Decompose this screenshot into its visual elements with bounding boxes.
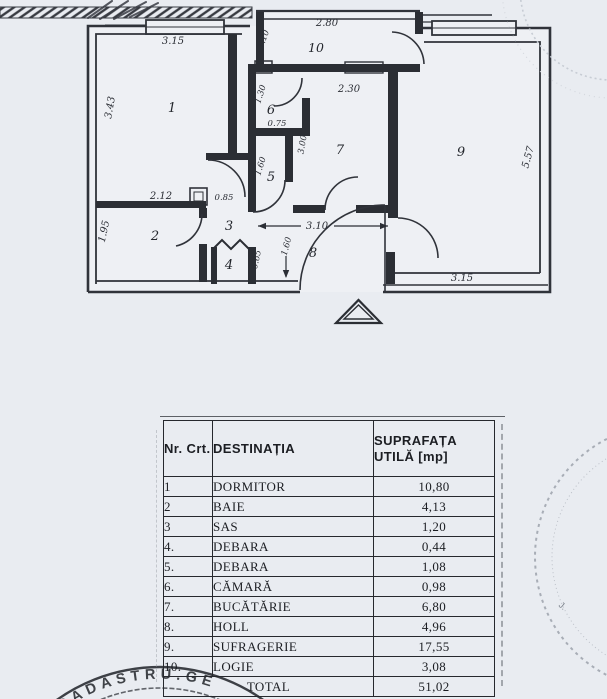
table-row: 6. CĂMARĂ 0,98 [163,576,495,597]
interior-walls [96,12,423,284]
dim-room9-bottom: 3.15 [451,273,473,284]
row-number-cell: 7. [163,596,213,617]
area-cell: 4,13 [373,496,495,517]
table-row: 8. HOLL 4,96 [163,616,495,637]
table-row: 4. DEBARA 0,44 [163,536,495,557]
table-total-row: TOTAL 51,02 [163,676,495,697]
area-cell: 17,55 [373,636,495,657]
area-cell: 3,08 [373,656,495,677]
row-number-cell: 10. [163,656,213,677]
dim-room3-width: 0.85 [215,193,234,203]
destination-cell: HOLL [212,616,374,637]
dim-hall-height: 1.60 [280,235,295,256]
dim-room6-bottom: 0.75 [268,119,287,129]
row-number-cell: 9. [163,636,213,657]
row-number-cell: 1 [163,476,213,497]
table-row: 7. BUCĂTĂRIE 6,80 [163,596,495,617]
table-top-rule [160,416,505,417]
total-area-cell: 51,02 [373,676,495,697]
area-cell: 0,98 [373,576,495,597]
row-number-cell: 4. [163,536,213,557]
row-number-cell: 6. [163,576,213,597]
dim-room10-top: 2.80 [315,18,339,29]
dim-room2-left: 1.95 [97,219,112,243]
dim-room7-left: 3.00 [296,134,309,155]
destination-cell: DEBARA [212,556,374,577]
destination-cell: DORMITOR [212,476,374,497]
destination-cell: DEBARA [212,536,374,557]
stamp-right-mark: J. [557,600,569,612]
destination-cell: LOGIE [212,656,374,677]
row-number-cell: 2 [163,496,213,517]
area-cell: 6,80 [373,596,495,617]
stamp-right-middle: J. [534,437,607,677]
table-right-dash-line [501,424,503,686]
header-suprafata: SUPRAFAȚA UTILĂ [mp] [373,420,495,477]
area-cell: 4,96 [373,616,495,637]
dim-room1-left: 3.43 [103,96,118,120]
room-label-4: 4 [224,258,233,273]
table-row: 9. SUFRAGERIE 17,55 [163,636,495,657]
destination-cell: SAS [212,516,374,537]
dim-room7-top: 2.30 [337,84,361,95]
room-number-labels: 1 2 3 4 5 6 7 8 9 10 [150,40,465,273]
room-label-2: 2 [150,229,159,244]
room-label-9: 9 [457,145,465,160]
table-left-dash-line [156,430,157,682]
entrance-triangle [333,298,384,325]
table-row: 3 SAS 1,20 [163,516,495,537]
dim-room1-top: 3.15 [162,36,184,47]
area-cell: 1,08 [373,556,495,577]
handwriting-scribble [87,0,159,20]
dim-hall-width: 3.10 [306,221,329,232]
room-label-3: 3 [225,219,233,234]
destination-cell: SUFRAGERIE [212,636,374,657]
room-label-10: 10 [308,40,324,55]
room4-zigzag [212,238,250,251]
room-label-5: 5 [267,170,275,185]
room-label-8: 8 [309,246,317,261]
dim-hall-small: 0.65 [250,249,264,270]
table-header-row: Nr. Crt. DESTINAȚIA SUPRAFAȚA UTILĂ [mp] [163,420,495,477]
room-label-1: 1 [168,101,176,116]
row-number-cell: 3 [163,516,213,537]
destination-cell: BAIE [212,496,374,517]
dim-room2-top: 2.12 [149,191,172,202]
area-table-container: Nr. Crt. DESTINAȚIA SUPRAFAȚA UTILĂ [mp]… [163,420,495,697]
row-number-cell: 5. [163,556,213,577]
room-label-7: 7 [336,143,345,158]
area-table: Nr. Crt. DESTINAȚIA SUPRAFAȚA UTILĂ [mp]… [163,420,495,697]
area-cell: 10,80 [373,476,495,497]
door-arcs [175,31,439,292]
destination-cell: BUCĂTĂRIE [212,596,374,617]
area-cell: 0,44 [373,536,495,557]
dimension-arrows [258,222,388,278]
table-row: 10. LOGIE 3,08 [163,656,495,677]
table-row: 1 DORMITOR 10,80 [163,476,495,497]
room-label-6: 6 [267,103,275,118]
header-nr-crt: Nr. Crt. [163,420,213,477]
row-number-cell: 8. [163,616,213,637]
area-cell: 1,20 [373,516,495,537]
table-row: 2 BAIE 4,13 [163,496,495,517]
header-destinatia: DESTINAȚIA [212,420,374,477]
destination-cell: CĂMARĂ [212,576,374,597]
table-row: 5. DEBARA 1,08 [163,556,495,577]
total-label-cell: TOTAL [163,676,374,697]
